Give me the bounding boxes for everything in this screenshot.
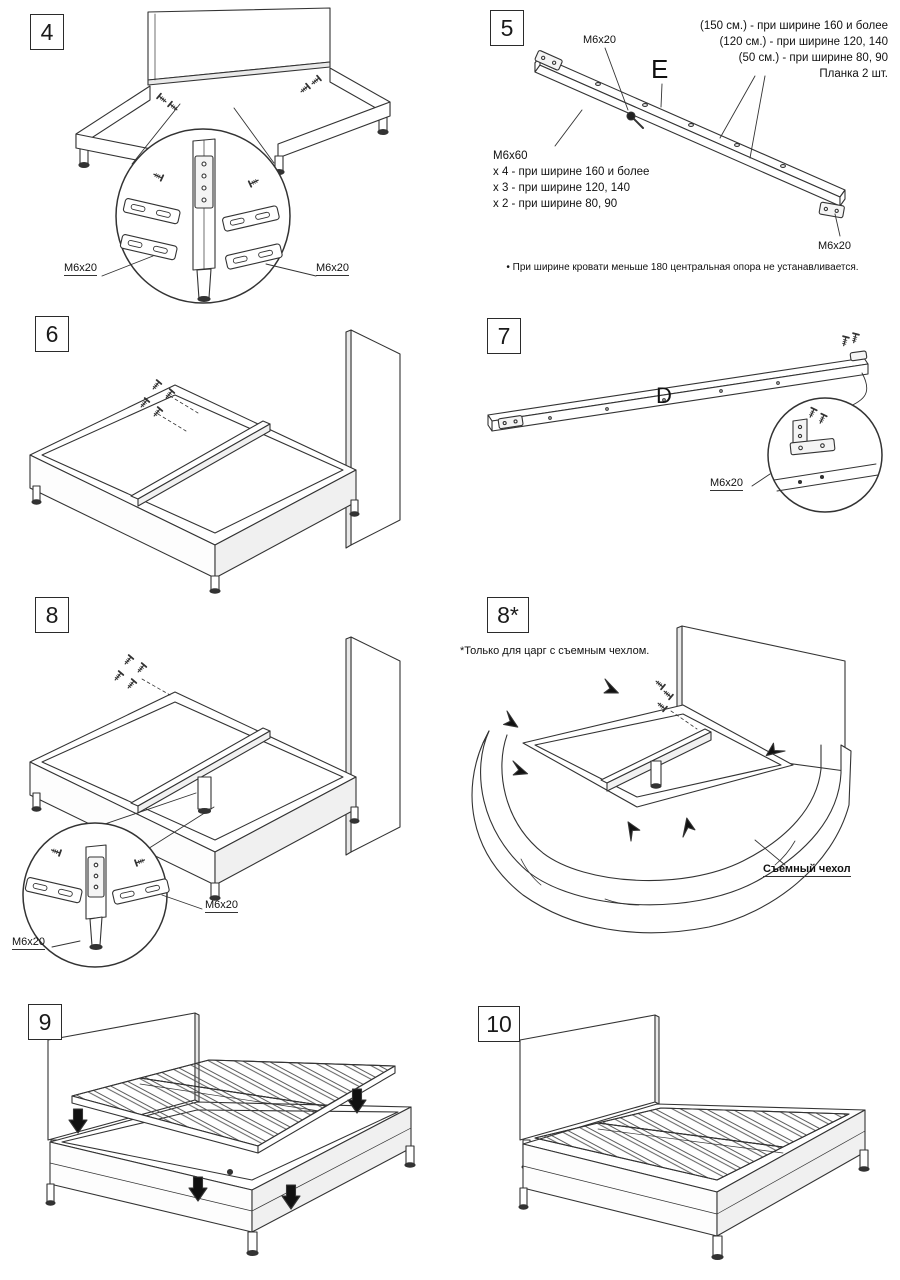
central-beam xyxy=(130,727,271,814)
legs xyxy=(31,792,360,901)
bolt-label-m6x20-top: М6х20 xyxy=(583,34,617,46)
floating-screws xyxy=(653,678,698,730)
magnifier-circle xyxy=(115,128,291,304)
center-support-plank-e xyxy=(534,50,846,219)
step-4-illustration: М6х20 М6х20 xyxy=(28,6,428,312)
bed-frame xyxy=(29,384,357,579)
legs xyxy=(45,1145,416,1256)
step-9-illustration xyxy=(15,1000,455,1280)
slatted-base xyxy=(71,1059,396,1154)
step-7-number: 7 xyxy=(487,318,521,354)
central-divider xyxy=(600,728,712,792)
end-screws xyxy=(839,332,860,348)
front-right-rail xyxy=(273,101,391,175)
floating-bolt-m6x20 xyxy=(626,111,644,129)
magnifier-circle xyxy=(22,822,171,968)
bolt-label-m6x20-right: М6х20 xyxy=(316,262,350,276)
bolt-label-m6x20: М6х20 xyxy=(710,477,744,491)
legs xyxy=(518,1149,870,1260)
side-rail-plank-d xyxy=(487,350,869,432)
central-beam xyxy=(130,420,271,507)
floating-screws xyxy=(138,379,199,432)
width-option-line: (120 см.) - при ширине 120, 140 xyxy=(719,36,888,48)
slatted-base xyxy=(534,1107,850,1181)
step-5-illustration: М6х20 E (150 см.) - при ширине 160 и бол… xyxy=(455,4,900,306)
step-8a-number: 8* xyxy=(487,597,529,633)
part-letter-d: D xyxy=(656,383,672,408)
bolt-label-m6x20-right: М6х20 xyxy=(205,899,239,913)
width-option-line: (150 см.) - при ширине 160 и более xyxy=(700,20,888,32)
step-10-number: 10 xyxy=(478,1006,520,1042)
bolt-count-line: х 4 - при ширине 160 и более xyxy=(493,166,650,178)
cover-only-note: *Только для царг с съемным чехлом. xyxy=(460,645,650,657)
floating-screws xyxy=(112,654,171,696)
step-9-number: 9 xyxy=(28,1004,62,1040)
step-8-number: 8 xyxy=(35,597,69,633)
bolt-count-line: х 3 - при ширине 120, 140 xyxy=(493,182,630,194)
step-8a-illustration: *Только для царг с съемным чехлом. Съемн… xyxy=(455,593,900,995)
width-options-block: (150 см.) - при ширине 160 и более (120 … xyxy=(700,18,888,82)
bolt-count-line: М6х60 xyxy=(493,150,528,162)
bolt-label-m6x20-left: М6х20 xyxy=(64,262,98,276)
step-7-illustration: D М6х20 xyxy=(460,325,895,570)
headboard-panel xyxy=(147,7,331,86)
legs xyxy=(31,485,360,594)
step-6-number: 6 xyxy=(35,316,69,352)
bolt-count-block: М6х60 х 4 - при ширине 160 и более х 3 -… xyxy=(493,148,649,212)
central-support-footnote: • При ширине кровати меньше 180 централь… xyxy=(506,262,859,273)
width-option-line: Планка 2 шт. xyxy=(819,68,888,80)
magnifier-circle xyxy=(767,397,883,513)
removable-cover xyxy=(471,730,852,934)
bolt-label-m6x20-bottom: М6х20 xyxy=(818,240,852,252)
step-10-illustration xyxy=(465,1000,895,1280)
bolt-count-line: х 2 - при ширине 80, 90 xyxy=(493,198,618,210)
removable-cover-label: Съемный чехол xyxy=(763,863,851,877)
central-leg xyxy=(197,776,212,814)
step-4-number: 4 xyxy=(30,14,64,50)
width-option-line: (50 см.) - при ширине 80, 90 xyxy=(738,52,888,64)
part-letter-e: E xyxy=(651,54,669,84)
step-8-illustration: М6х20 М6х20 xyxy=(10,595,440,995)
bolt-label-m6x20-left: М6х20 xyxy=(12,936,46,950)
step-6-illustration xyxy=(20,318,440,594)
step-5-number: 5 xyxy=(490,10,524,46)
